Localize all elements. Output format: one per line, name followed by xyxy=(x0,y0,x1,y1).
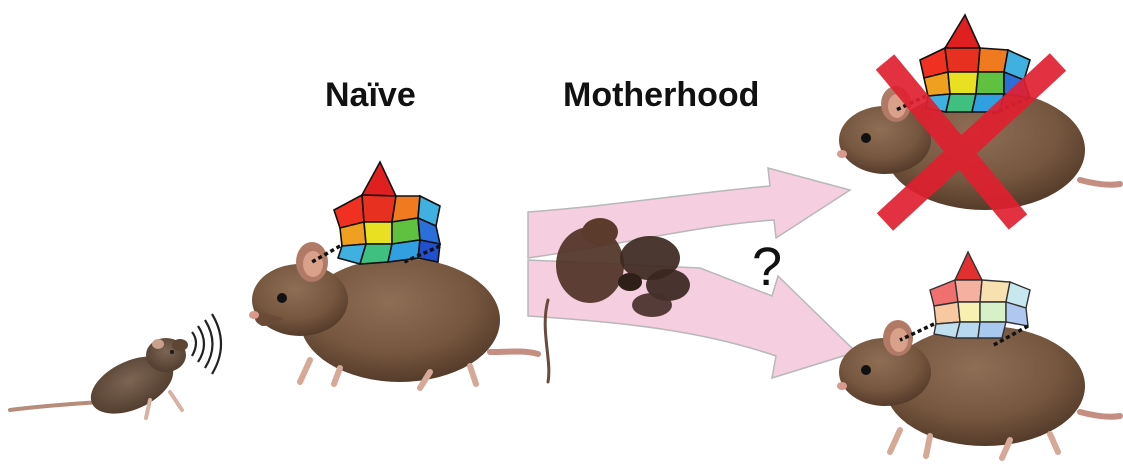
naive-label: Naïve xyxy=(325,76,416,115)
pup-mouse xyxy=(10,338,188,425)
question-icon: ? xyxy=(752,236,782,298)
motherhood-label: Motherhood xyxy=(563,76,759,115)
sound-waves-icon xyxy=(192,314,221,374)
mother-mouse-bottom xyxy=(837,320,1120,458)
tonotopic-map-bottom xyxy=(930,252,1030,338)
naive-mouse xyxy=(249,242,538,388)
tonotopic-map-icon xyxy=(334,162,440,264)
